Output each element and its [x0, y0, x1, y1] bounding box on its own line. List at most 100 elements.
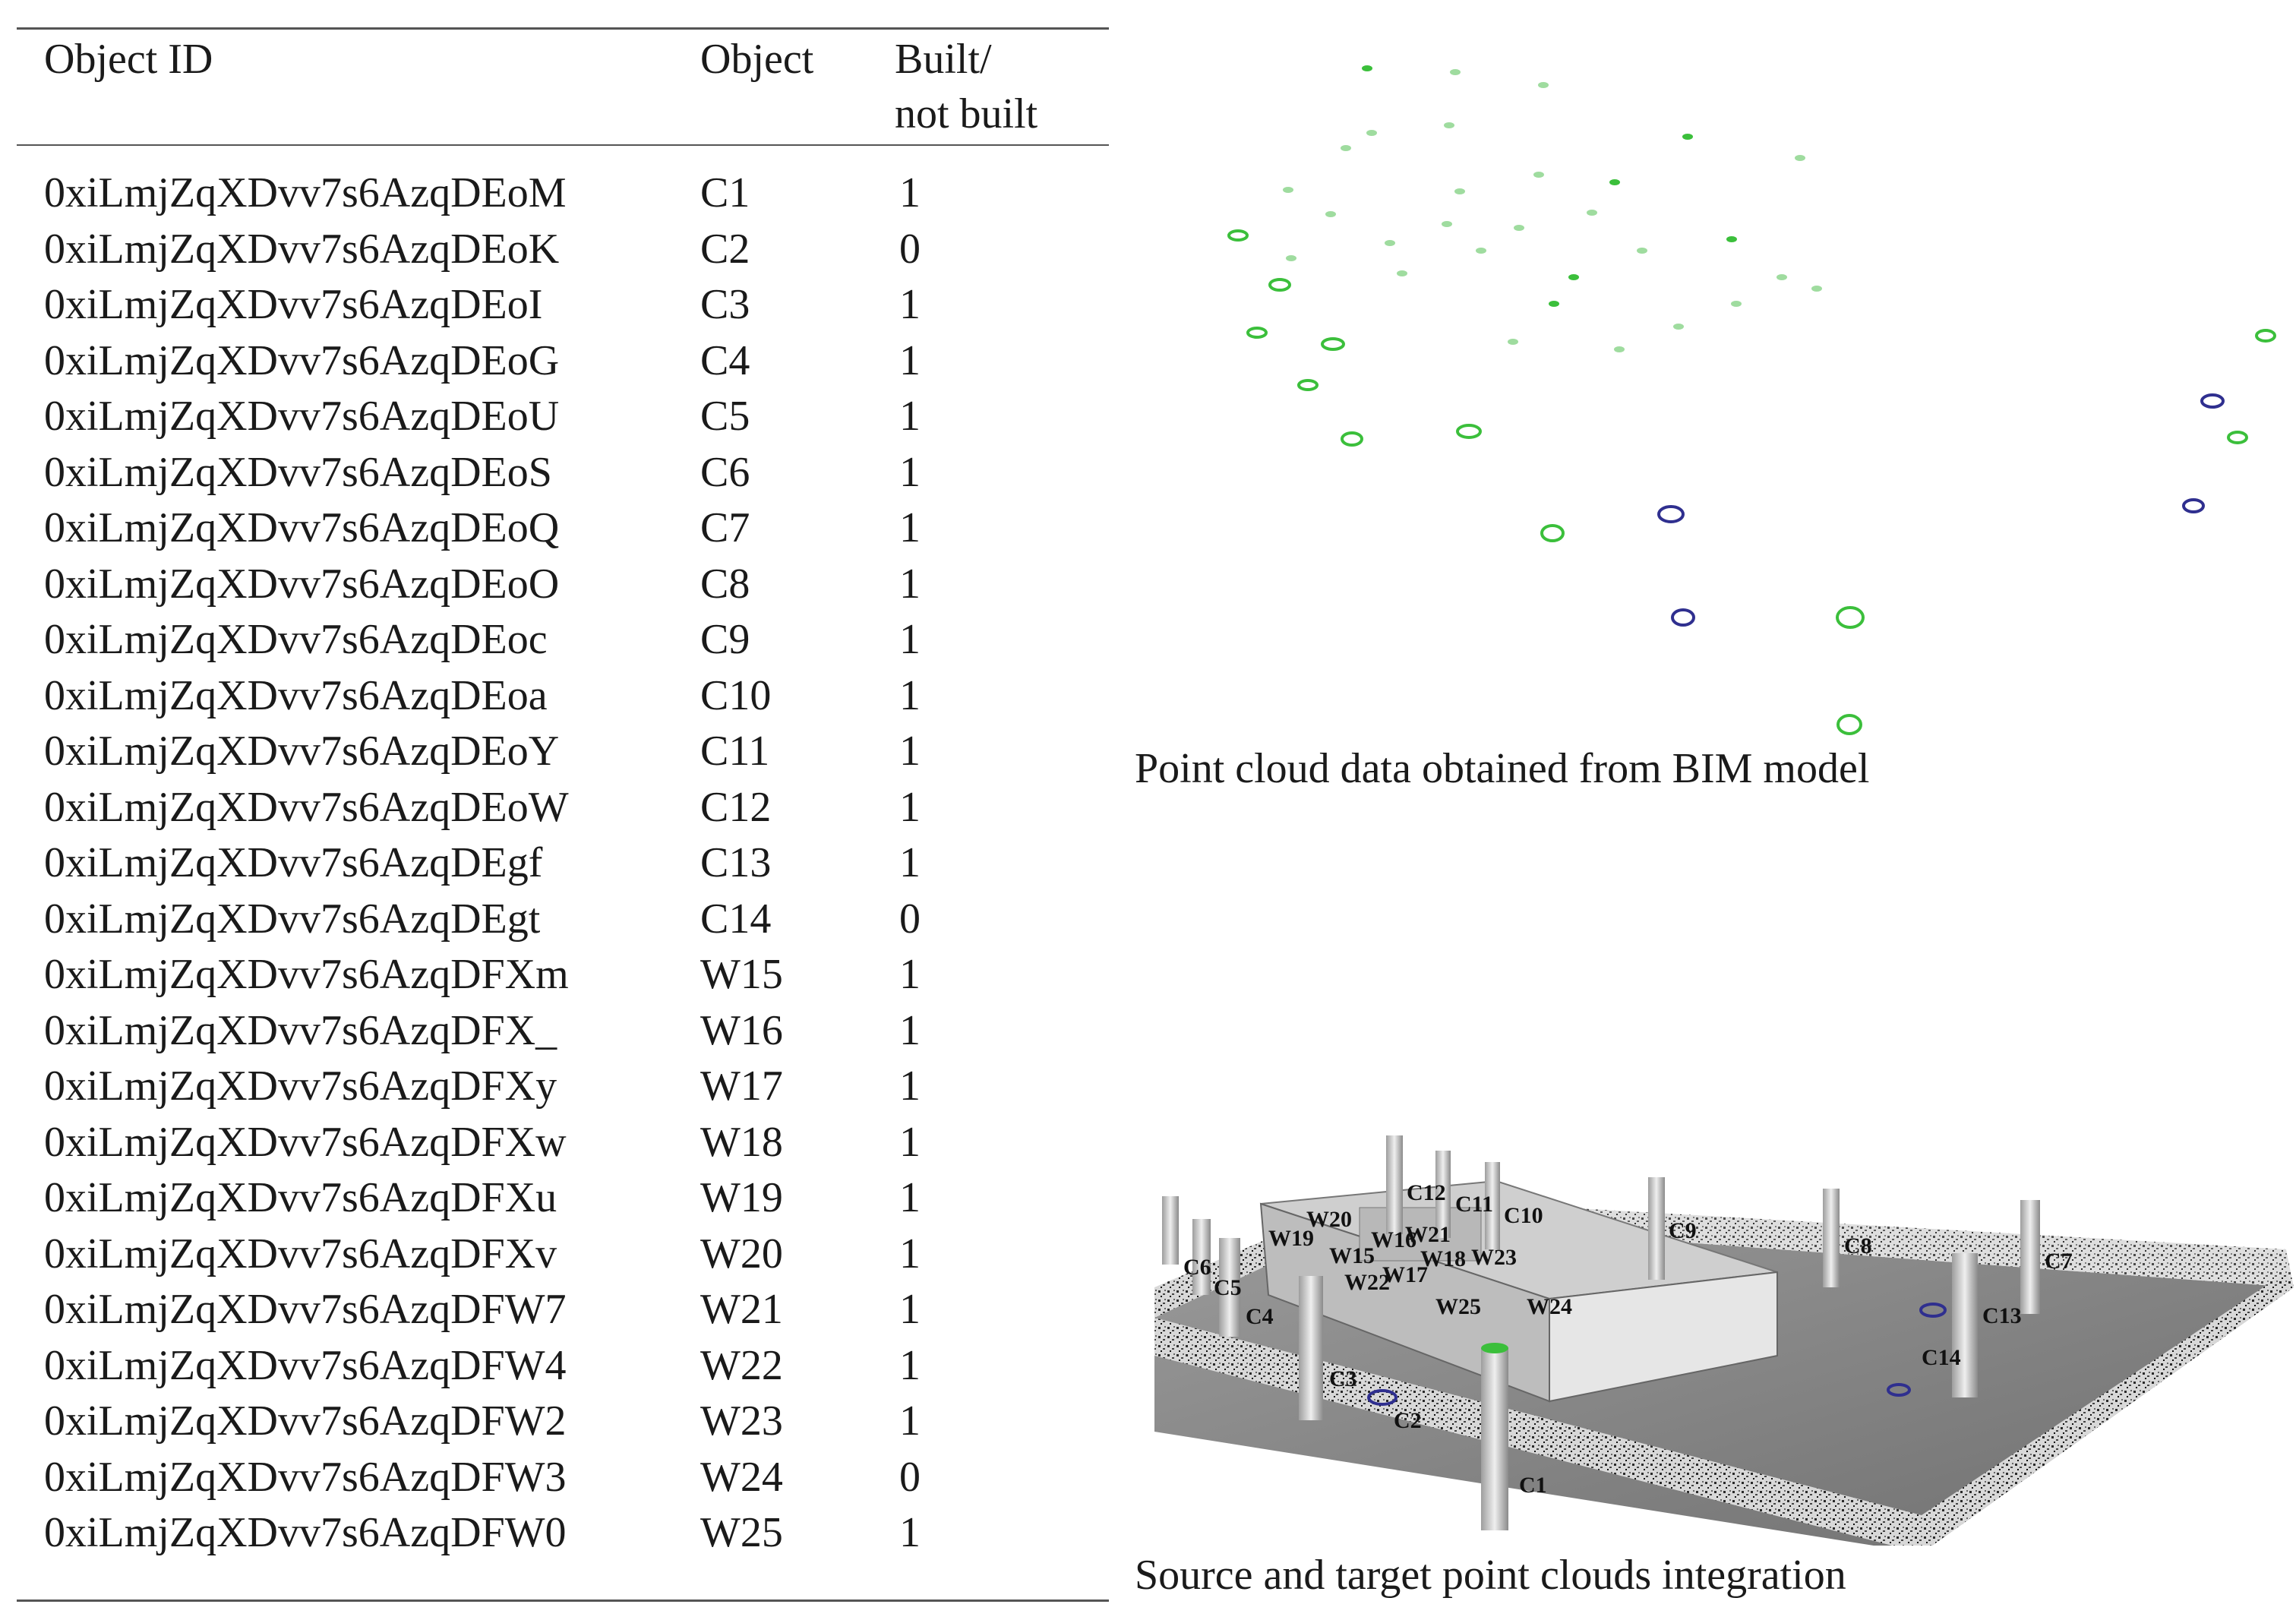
label-c2: C2 [1394, 1408, 1422, 1433]
ring-built [1836, 714, 1862, 735]
ring-built [1246, 327, 1268, 339]
object-labels: C1 C2 C3 C4 C5 C6 C7 C8 C9 C10 C11 C12 C… [1183, 1180, 2073, 1498]
label-c11: C11 [1455, 1192, 1493, 1217]
ring-built [2227, 431, 2248, 444]
cloud-point [1609, 179, 1620, 185]
ring-built [1341, 431, 1363, 447]
built-cell: 1 [899, 1286, 921, 1333]
object-cell: W17 [700, 1063, 783, 1110]
label-w22: W22 [1344, 1270, 1390, 1295]
object-cell: C5 [700, 393, 750, 440]
object-id-cell: 0xiLmjZqXDvv7s6AzqDEoG [44, 336, 560, 384]
cloud-point [1682, 134, 1693, 140]
cloud-point [1587, 210, 1597, 216]
label-c8: C8 [1844, 1233, 1872, 1258]
cloud-point [1385, 240, 1395, 246]
object-id-cell: 0xiLmjZqXDvv7s6AzqDFW4 [44, 1341, 567, 1389]
ring-built [2255, 329, 2276, 343]
object-id-cell: 0xiLmjZqXDvv7s6AzqDFXw [44, 1118, 567, 1166]
object-id-cell: 0xiLmjZqXDvv7s6AzqDEgt [44, 895, 541, 943]
object-cell: C10 [700, 671, 772, 719]
integrated-point-cloud-image: C1 C2 C3 C4 C5 C6 C7 C8 C9 C10 C11 C12 C… [1154, 1135, 2294, 1553]
column-c10 [1485, 1162, 1500, 1249]
object-id-cell: 0xiLmjZqXDvv7s6AzqDFW0 [44, 1509, 567, 1556]
label-w15: W15 [1329, 1243, 1375, 1268]
object-cell: W20 [700, 1230, 783, 1277]
ring-not-built [1671, 608, 1695, 627]
cloud-point [1508, 339, 1518, 345]
label-w24: W24 [1527, 1294, 1572, 1319]
bim-point-cloud-figure [1139, 30, 2294, 744]
built-cell: 1 [899, 783, 921, 831]
label-w17: W17 [1382, 1262, 1428, 1287]
label-w16: W16 [1371, 1227, 1416, 1252]
top-figure-caption: Point cloud data obtained from BIM model [1135, 745, 1870, 792]
object-cell: C1 [700, 169, 750, 216]
label-w23: W23 [1471, 1245, 1517, 1270]
point-cloud-dots [1283, 65, 1822, 352]
label-c6: C6 [1183, 1255, 1211, 1280]
object-id-cell: 0xiLmjZqXDvv7s6AzqDEoQ [44, 504, 560, 551]
object-id-cell: 0xiLmjZqXDvv7s6AzqDEoY [44, 728, 560, 775]
cloud-point [1325, 211, 1336, 217]
cloud-point [1614, 346, 1625, 352]
cloud-point [1637, 248, 1647, 254]
object-cell: C8 [700, 560, 750, 608]
column-rings [1227, 229, 2276, 735]
object-table: Object ID Object Built/ not built 0xiLmj… [17, 0, 1109, 1620]
column-c11 [1435, 1151, 1451, 1238]
label-c9: C9 [1669, 1218, 1697, 1243]
label-w18: W18 [1420, 1246, 1466, 1271]
label-c7: C7 [2045, 1249, 2073, 1274]
object-cell: W18 [700, 1118, 783, 1166]
label-w19: W19 [1268, 1226, 1314, 1251]
cloud-point [1549, 301, 1559, 307]
table-bottom-rule [17, 1599, 1109, 1602]
cloud-point [1811, 286, 1822, 292]
cloud-point [1444, 122, 1454, 128]
object-cell: W23 [700, 1397, 783, 1445]
built-cell: 1 [899, 281, 921, 328]
header-built: Built/ not built [895, 36, 1038, 137]
column-c1 [1481, 1348, 1508, 1530]
object-cell: C6 [700, 448, 750, 496]
object-cell: W22 [700, 1341, 783, 1389]
object-cell: C12 [700, 783, 772, 831]
bottom-figure-caption: Source and target point clouds integrati… [1135, 1552, 1846, 1599]
built-cell: 0 [899, 1453, 921, 1501]
object-id-cell: 0xiLmjZqXDvv7s6AzqDFXm [44, 951, 569, 998]
cloud-point [1726, 236, 1737, 242]
label-c3: C3 [1329, 1366, 1357, 1391]
ring-not-built [2200, 393, 2225, 409]
built-cell: 1 [899, 951, 921, 998]
object-id-cell: 0xiLmjZqXDvv7s6AzqDFXy [44, 1063, 557, 1110]
object-cell: C13 [700, 839, 772, 886]
built-cell: 1 [899, 169, 921, 216]
label-w25: W25 [1435, 1294, 1481, 1319]
label-w20: W20 [1306, 1207, 1352, 1232]
column-c9 [1648, 1177, 1665, 1280]
object-cell: W19 [700, 1174, 783, 1221]
column-c4 [1219, 1238, 1240, 1337]
cloud-point [1673, 324, 1684, 330]
ring-built [1268, 278, 1291, 292]
object-id-cell: 0xiLmjZqXDvv7s6AzqDEoc [44, 616, 548, 663]
built-cell: 1 [899, 336, 921, 384]
cloud-point [1341, 145, 1351, 151]
object-id-cell: 0xiLmjZqXDvv7s6AzqDEoI [44, 281, 543, 328]
label-c4: C4 [1246, 1304, 1274, 1329]
ring-not-built-c14 [1919, 1303, 1947, 1318]
